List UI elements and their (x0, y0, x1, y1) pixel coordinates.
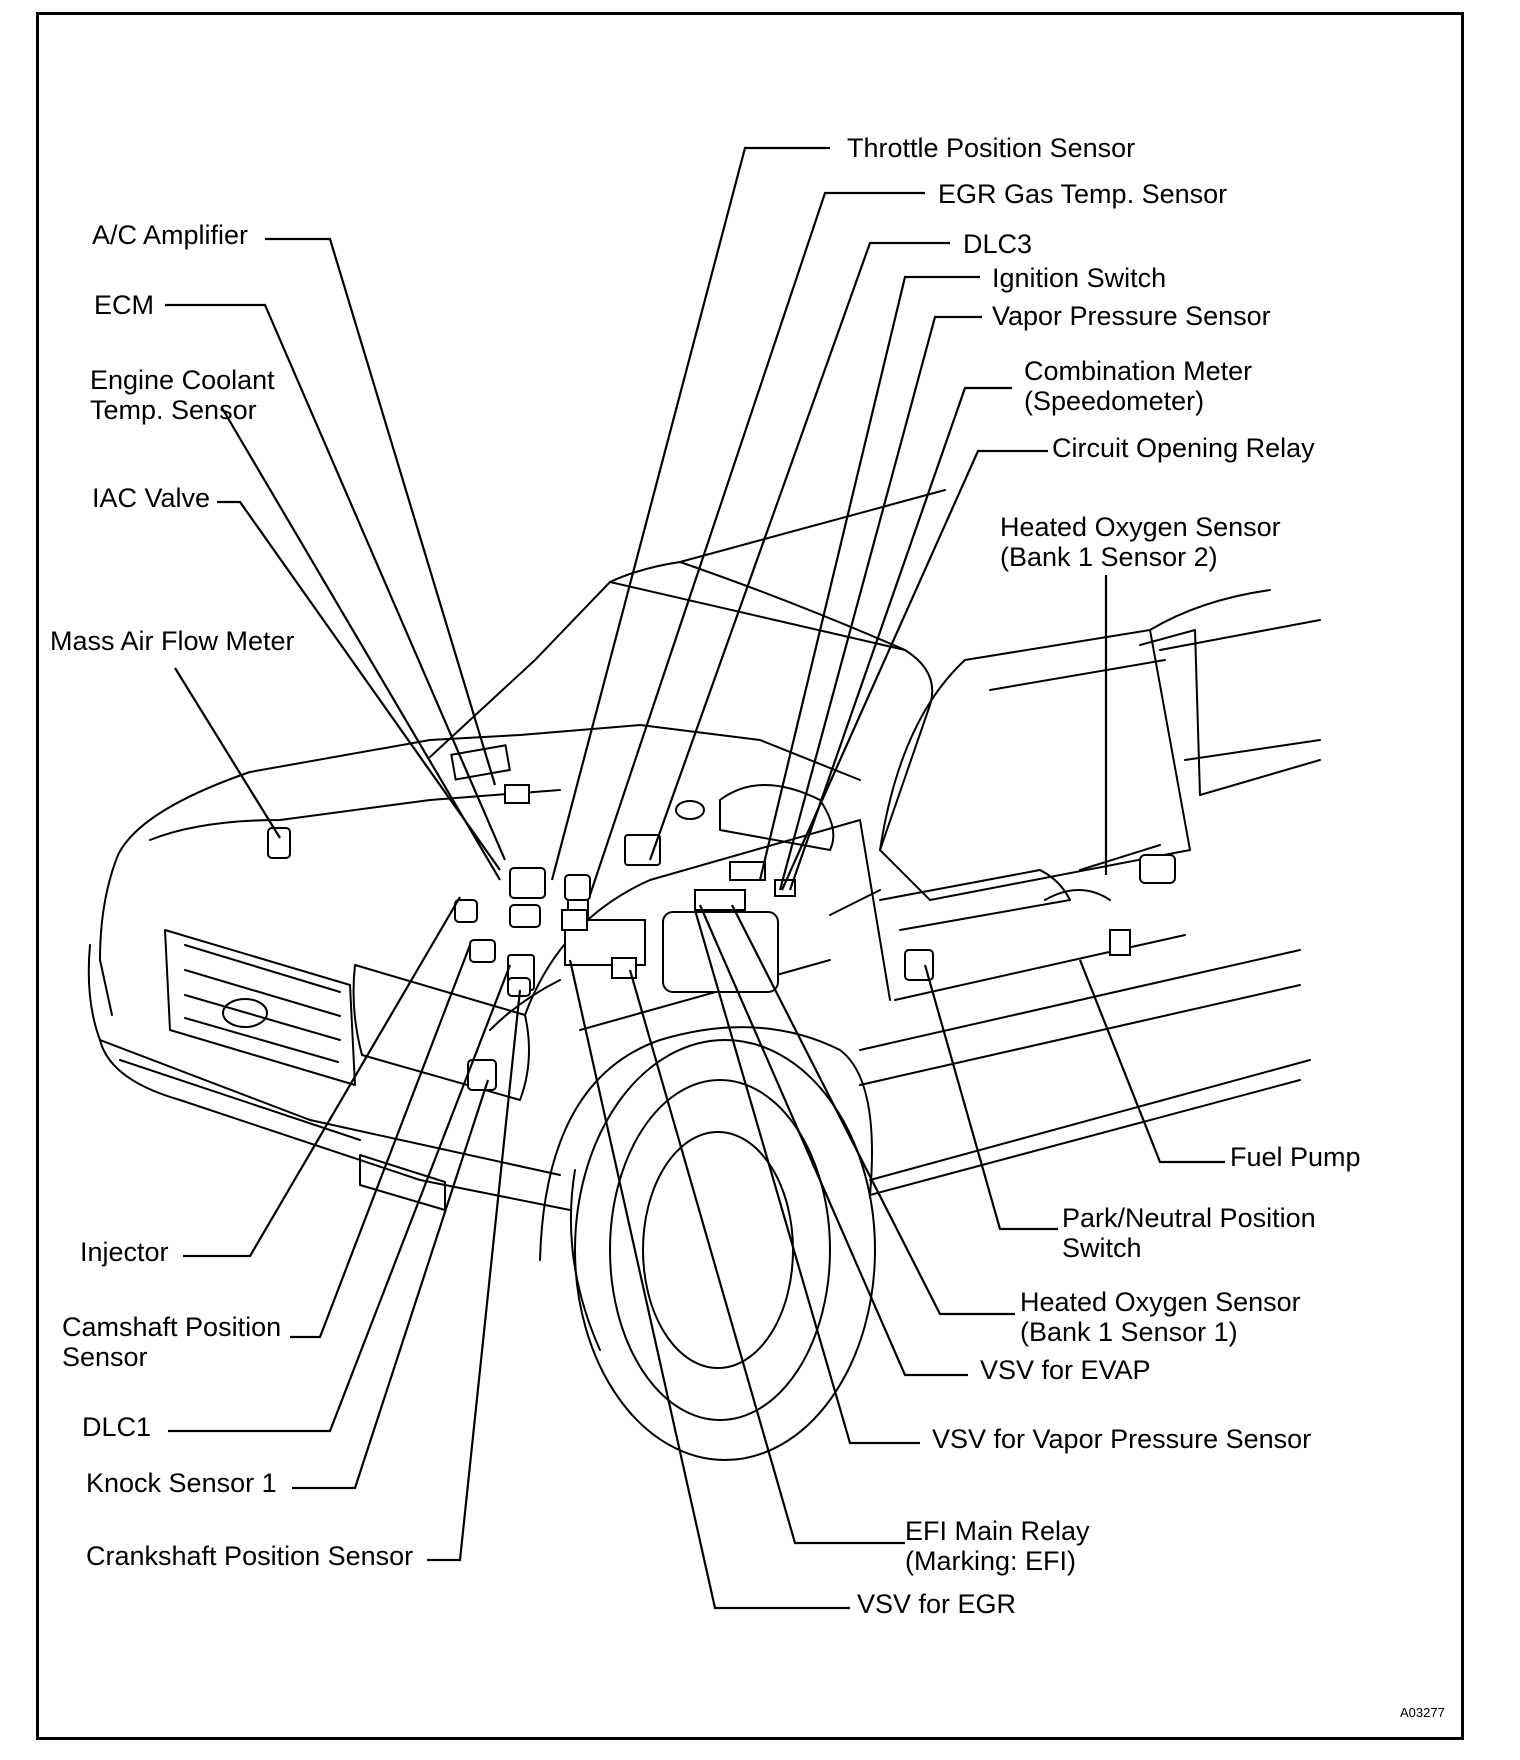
label-camshaft-position-sensor: Camshaft Position Sensor (62, 1312, 282, 1372)
label-ac-amplifier: A/C Amplifier (92, 220, 249, 250)
leader-lines (165, 146, 1225, 1610)
label-combination-meter: Combination Meter (Speedometer) (1024, 356, 1253, 416)
label-ignition-switch: Ignition Switch (992, 263, 1167, 293)
label-mass-air-flow-meter: Mass Air Flow Meter (50, 626, 295, 656)
label-egr-gas-temp-sensor: EGR Gas Temp. Sensor (938, 179, 1228, 209)
label-throttle-position-sensor: Throttle Position Sensor (847, 133, 1136, 163)
label-vapor-pressure-sensor: Vapor Pressure Sensor (992, 301, 1271, 331)
label-heated-oxygen-sensor-b1s2: Heated Oxygen Sensor (Bank 1 Sensor 2) (1000, 512, 1281, 572)
label-vsv-for-evap: VSV for EVAP (980, 1355, 1151, 1385)
vehicle-components (267, 744, 1176, 1091)
label-iac-valve: IAC Valve (92, 483, 211, 513)
label-crankshaft-position-sensor: Crankshaft Position Sensor (86, 1541, 414, 1571)
label-dlc1: DLC1 (82, 1412, 152, 1442)
label-circuit-opening-relay: Circuit Opening Relay (1052, 433, 1315, 463)
label-injector: Injector (80, 1237, 169, 1267)
label-vsv-for-egr: VSV for EGR (857, 1589, 1017, 1619)
label-knock-sensor-1: Knock Sensor 1 (86, 1468, 277, 1498)
label-vsv-for-vapor-pressure-sensor: VSV for Vapor Pressure Sensor (932, 1424, 1312, 1454)
label-heated-oxygen-sensor-b1s1: Heated Oxygen Sensor (Bank 1 Sensor 1) (1020, 1287, 1301, 1347)
label-efi-main-relay: EFI Main Relay (Marking: EFI) (905, 1516, 1090, 1576)
diagram-border (36, 12, 1464, 1740)
label-engine-coolant-temp-sensor: Engine Coolant Temp. Sensor (90, 365, 275, 425)
figure-code: A03277 (1400, 1705, 1445, 1720)
label-ecm: ECM (94, 290, 154, 320)
label-fuel-pump: Fuel Pump (1230, 1142, 1361, 1172)
label-dlc3: DLC3 (963, 229, 1033, 259)
label-park-neutral-position-switch: Park/Neutral Position Switch (1062, 1203, 1316, 1263)
